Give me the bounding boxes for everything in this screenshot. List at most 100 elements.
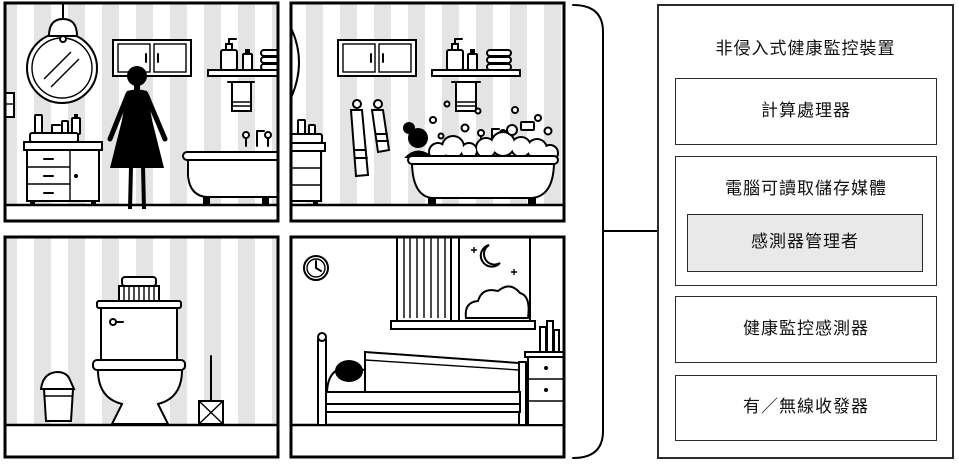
- small-bottle: [467, 53, 478, 71]
- pump-bottle: [220, 49, 238, 71]
- transceiver-label: 有／無線收發器: [743, 397, 869, 417]
- bubble: [460, 123, 470, 133]
- person-leg: [128, 165, 133, 210]
- person-dress: [110, 89, 164, 168]
- person-standing: [107, 66, 168, 210]
- panel-bedroom: [291, 237, 564, 427]
- bed-head-post: [317, 339, 327, 426]
- bathtub: [182, 151, 278, 205]
- window: [390, 237, 536, 330]
- small-bottle-cap: [470, 49, 475, 54]
- tissue-box-cap: [121, 276, 157, 287]
- blanket-fold: [364, 359, 520, 371]
- vanity-cabinet: [23, 141, 103, 205]
- sensors-block: 健康監控感測器: [675, 296, 937, 363]
- moon-icon: [479, 244, 501, 268]
- brush-holder-cross: [198, 400, 224, 425]
- faucet-knob: [264, 131, 272, 139]
- tub-body: [187, 159, 278, 198]
- sleeping-person-head: [335, 360, 363, 382]
- tub-foot: [203, 197, 210, 205]
- bottle: [34, 114, 43, 135]
- wall-shelf: [207, 38, 278, 112]
- bubble: [474, 107, 482, 115]
- foam-bubble: [443, 137, 463, 157]
- panel-bathroom-bathing: [291, 3, 564, 221]
- bottle: [71, 117, 81, 135]
- cabinet-door: [378, 43, 412, 73]
- small-bottle-cap: [245, 49, 250, 54]
- wall-hook: [352, 99, 362, 109]
- toilet-seat: [92, 359, 186, 371]
- bubble: [534, 114, 542, 122]
- processor-label: 計算處理器: [761, 101, 851, 121]
- foam-bubble: [462, 144, 476, 158]
- folded-towel: [486, 49, 512, 57]
- faucet-knob: [242, 131, 250, 139]
- vanity-leg: [30, 201, 35, 205]
- panel-toilet-room: [5, 237, 278, 457]
- wall-faucet: [242, 130, 272, 147]
- pump-bottle: [446, 49, 464, 71]
- faucet: [51, 124, 61, 134]
- door-knob: [74, 174, 78, 178]
- storage-label: 電腦可讀取儲存媒體: [725, 179, 887, 199]
- cabinet-door: [153, 43, 187, 73]
- book: [553, 329, 560, 353]
- person-leg: [141, 165, 146, 210]
- bed-rail: [325, 403, 521, 413]
- cloud-icon: [464, 285, 530, 319]
- drawer-knob: [544, 388, 548, 392]
- wall-shelf: [431, 38, 521, 112]
- faucet-spout: [256, 130, 265, 147]
- trash-bin: [39, 370, 76, 422]
- foam-bubble: [512, 138, 530, 156]
- bubble: [429, 116, 437, 124]
- clock-hands: [315, 260, 322, 272]
- person-arm-right: [143, 91, 168, 142]
- panel-frame: [3, 1, 280, 223]
- mirror-glare: [50, 58, 80, 88]
- tub-foot: [262, 197, 269, 205]
- window-mullion: [450, 237, 460, 322]
- trash-bin-body: [42, 388, 75, 422]
- bottle: [308, 124, 316, 135]
- trash-bin-lid: [39, 370, 76, 390]
- star-icon: [471, 247, 477, 253]
- bubble: [543, 126, 553, 136]
- hanging-towel: [231, 81, 252, 112]
- storage-block: 電腦可讀取儲存媒體 感測器管理者: [675, 156, 937, 286]
- grouping-brace: [572, 4, 604, 459]
- sink-basin: [29, 124, 79, 143]
- bath-foam: [428, 131, 559, 162]
- panel-frame: [289, 1, 566, 223]
- bed-post-knob: [317, 332, 327, 342]
- panel-bathroom-vanity: [5, 3, 278, 221]
- panel-frame: [3, 235, 280, 459]
- lamp-shade: [47, 17, 79, 37]
- book: [546, 320, 554, 353]
- bottle: [297, 119, 306, 135]
- tub-body: [410, 163, 556, 199]
- panel-frame: [289, 235, 566, 459]
- toilet: [92, 300, 186, 425]
- person-neck: [134, 84, 140, 92]
- bathtub: [407, 155, 559, 205]
- pump-nozzle: [454, 38, 463, 45]
- toilet-tank: [100, 306, 178, 361]
- cabinet-door: [342, 43, 376, 73]
- lamp-bulb: [59, 35, 67, 43]
- toilet-bowl: [96, 369, 184, 425]
- hanging-towel: [349, 109, 370, 178]
- bubble: [437, 132, 445, 140]
- round-mirror: [26, 32, 98, 104]
- soap-dish: [520, 121, 535, 131]
- towel-ring-body: [5, 92, 15, 118]
- vanity-partial: [291, 119, 326, 205]
- pump-nozzle: [228, 38, 237, 45]
- person-head: [127, 66, 147, 86]
- tissue-box-ribs: [123, 286, 155, 302]
- mirror-glare: [43, 51, 72, 80]
- star-icon: [511, 269, 517, 275]
